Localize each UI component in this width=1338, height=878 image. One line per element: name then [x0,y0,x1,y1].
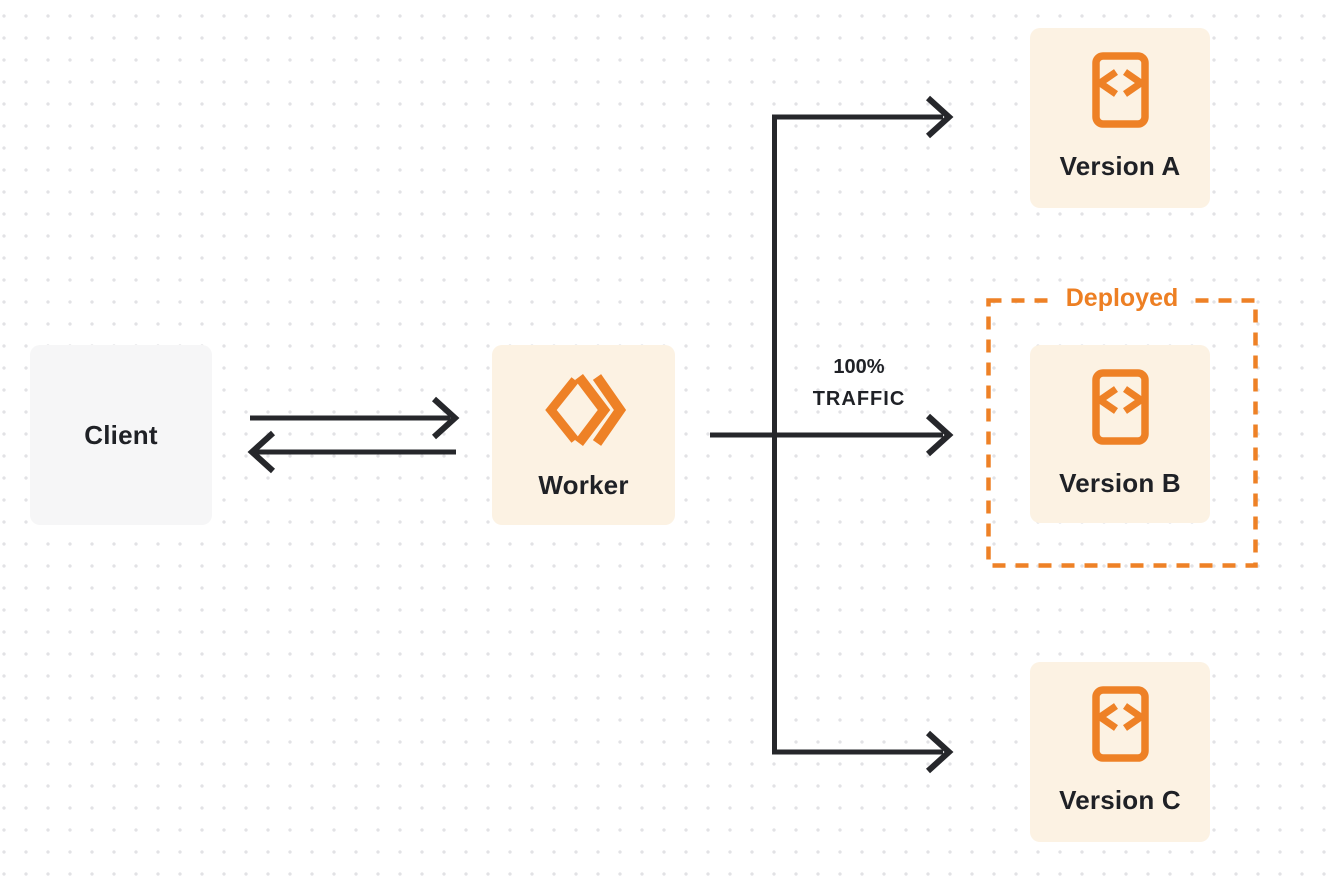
deployed-group: Deployed [986,282,1258,568]
version-a-label: Version A [1059,151,1181,181]
node-client: Client [30,345,212,525]
code-file-icon [1091,686,1149,762]
node-version-a: Version A [1030,28,1210,208]
node-version-c: Version C [1030,662,1210,842]
arrowhead-right-icon [925,730,954,774]
deployed-label: Deployed [1053,282,1191,314]
client-label: Client [84,419,158,450]
code-file-icon [1091,52,1149,128]
version-b-label: Version B [1059,468,1181,498]
traffic-annotation: 100% TRAFFIC [776,351,942,415]
branch-line [772,114,943,755]
code-file-icon [1091,369,1149,445]
workers-logo-icon [544,373,626,447]
arrowhead-right-icon [925,95,954,139]
arrowhead-left-icon [247,430,276,474]
traffic-word: TRAFFIC [812,388,906,410]
traffic-percent: 100% [833,356,885,378]
arrowhead-right-icon [925,413,954,457]
version-c-label: Version C [1059,785,1181,815]
node-worker: Worker [492,345,675,525]
worker-label: Worker [538,470,629,500]
node-version-b: Version B [1030,345,1210,523]
deployed-dashed-border [986,298,1258,568]
arrowhead-right-icon [431,396,460,440]
